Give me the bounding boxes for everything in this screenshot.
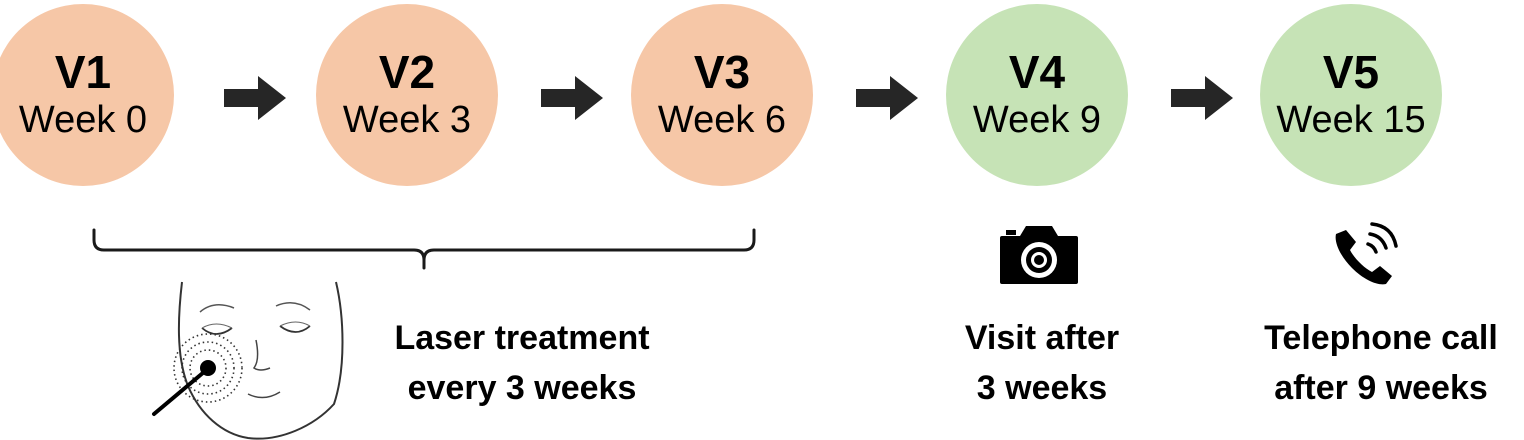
visit-code: V5 — [1322, 46, 1380, 98]
arrow-right-icon — [224, 76, 286, 120]
visit-week: Week 15 — [1276, 99, 1426, 141]
visit-v4-circle: V4 Week 9 — [946, 4, 1128, 186]
visit-caption: Visit after 3 weeks — [922, 313, 1162, 413]
camera-icon — [1000, 226, 1078, 284]
visit-v2-circle: V2 Week 3 — [316, 4, 498, 186]
visit-code: V4 — [1008, 46, 1066, 98]
visit-code: V1 — [54, 46, 112, 98]
visit-code: V2 — [378, 46, 436, 98]
caption-line: after 9 weeks — [1274, 369, 1488, 407]
visit-week: Week 3 — [342, 99, 472, 141]
laser-treatment-caption: Laser treatment every 3 weeks — [362, 313, 682, 413]
visit-week: Week 6 — [657, 99, 787, 141]
visit-code: V3 — [693, 46, 751, 98]
visit-week: Week 0 — [18, 99, 148, 141]
visit-v3-circle: V3 Week 6 — [631, 4, 813, 186]
face-laser-icon — [152, 281, 344, 440]
visit-week: Week 9 — [972, 99, 1102, 141]
arrow-right-icon — [1171, 76, 1233, 120]
caption-line: 3 weeks — [976, 369, 1108, 407]
phone-icon — [1335, 222, 1398, 285]
visit-v5-circle: V5 Week 15 — [1260, 4, 1442, 186]
telephone-call-caption: Telephone call after 9 weeks — [1236, 313, 1524, 413]
arrow-right-icon — [541, 76, 603, 120]
caption-line: Laser treatment — [394, 319, 650, 357]
caption-line: Telephone call — [1264, 319, 1498, 357]
arrow-right-icon — [856, 76, 918, 120]
caption-line: Visit after — [964, 319, 1120, 357]
visit-v1-circle: V1 Week 0 — [0, 4, 174, 186]
treatment-period-brace — [92, 228, 756, 270]
caption-line: every 3 weeks — [407, 369, 637, 407]
